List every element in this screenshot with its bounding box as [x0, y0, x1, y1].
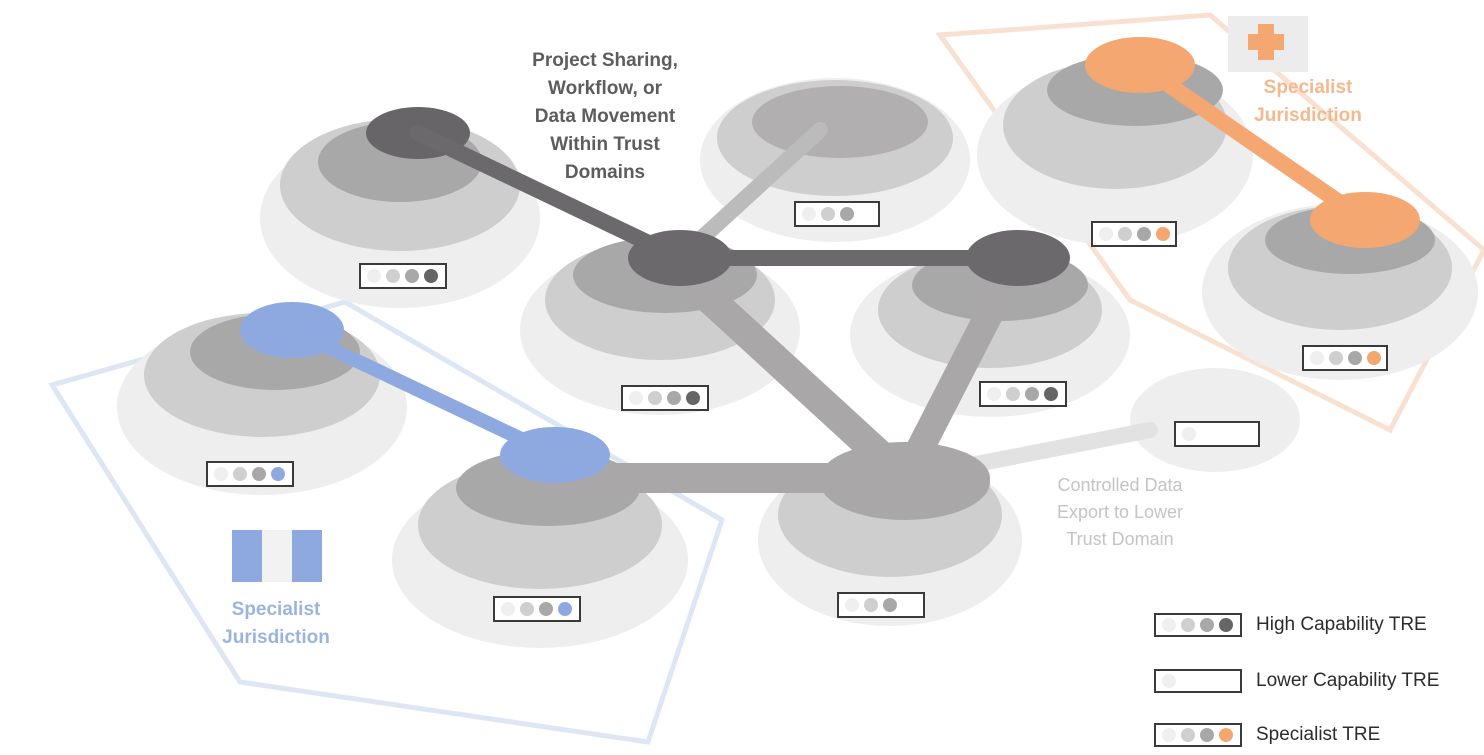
- node-orange-top: [1085, 37, 1195, 93]
- medical-cross-icon: [1228, 16, 1308, 72]
- capability-indicator: [359, 263, 447, 289]
- capability-indicator: [621, 385, 709, 411]
- tre-stack-b: [700, 78, 970, 242]
- legend-specialist-label: Specialist TRE: [1256, 724, 1381, 745]
- legend-high-symbol: [1154, 613, 1242, 637]
- legend-lower-symbol: [1154, 669, 1242, 693]
- node-dark-right: [966, 230, 1070, 286]
- label-line: Export to Lower: [1056, 502, 1184, 522]
- capability-indicator: [837, 592, 925, 618]
- legend-lower-label: Lower Capability TRE: [1256, 670, 1440, 691]
- hub-node-dark: [628, 230, 732, 286]
- legend-high-label: High Capability TRE: [1256, 614, 1427, 635]
- project-sharing-label: Project Sharing, Workflow, or Data Movem…: [505, 47, 705, 187]
- label-line: Specialist: [1263, 77, 1353, 98]
- tre-stack-j-lower-trust: [1130, 368, 1300, 472]
- label-line: Jurisdiction: [1254, 105, 1362, 126]
- label-line: Jurisdiction: [222, 627, 330, 648]
- capability-indicator: [1174, 421, 1260, 447]
- tre-stack-h: [392, 450, 688, 648]
- controlled-export-label: Controlled Data Export to Lower Trust Do…: [1030, 472, 1210, 553]
- specialist-jurisdiction-label-top: Specialist Jurisdiction: [1238, 74, 1378, 130]
- node-blue-top: [240, 302, 344, 358]
- capability-indicator: [493, 596, 581, 622]
- flag-icon: [232, 530, 322, 582]
- label-line: Within Trust: [550, 134, 660, 155]
- label-line: Controlled Data: [1057, 475, 1183, 495]
- tre-stack-a: [260, 107, 540, 308]
- node-orange-bottom: [1310, 192, 1420, 248]
- legend-specialist-symbol: [1154, 723, 1242, 747]
- hub-node-mid: [820, 442, 990, 514]
- capability-indicator: [1302, 345, 1388, 371]
- label-line: Data Movement: [534, 106, 676, 127]
- capability-indicator: [794, 201, 880, 227]
- node-tops: [240, 37, 1420, 514]
- label-line: Domains: [564, 162, 646, 183]
- capability-indicator: [1091, 221, 1177, 247]
- node-blue-bottom: [500, 427, 610, 483]
- specialist-jurisdiction-label-bottom: Specialist Jurisdiction: [206, 596, 346, 652]
- label-line: Project Sharing,: [532, 50, 678, 71]
- label-line: Specialist: [231, 599, 321, 620]
- capability-indicator: [206, 461, 294, 487]
- label-line: Trust Domain: [1066, 529, 1174, 549]
- capability-indicator: [979, 381, 1067, 407]
- label-line: Workflow, or: [548, 78, 662, 99]
